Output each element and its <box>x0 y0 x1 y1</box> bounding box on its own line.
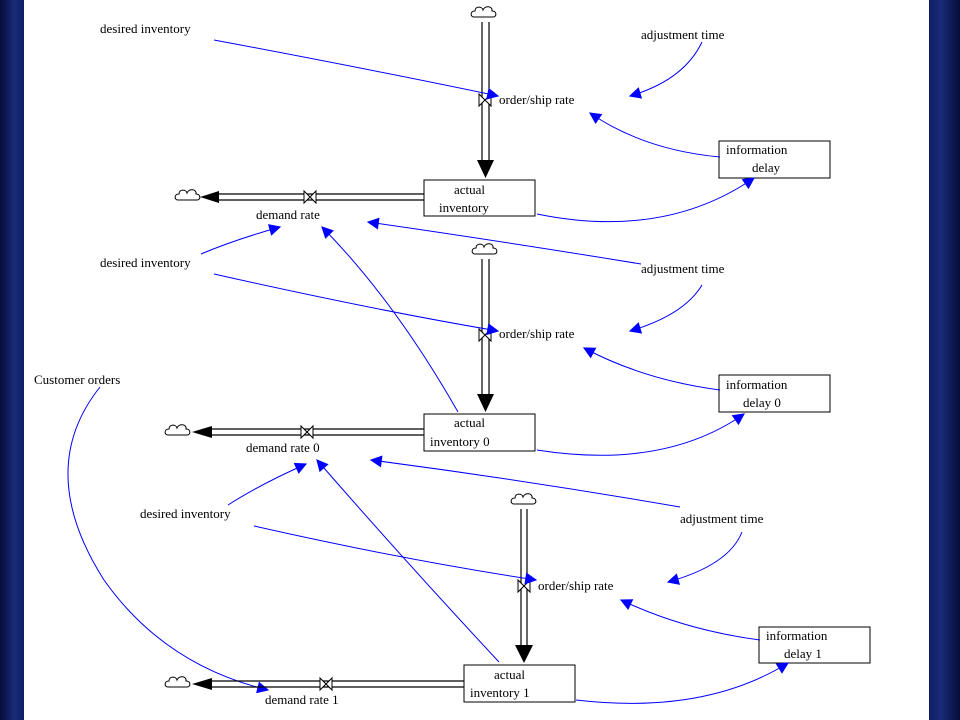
adjustment-time-b-label: adjustment time <box>641 261 725 276</box>
info-links-c <box>253 525 790 704</box>
adjustment-time-c-label: adjustment time <box>680 511 764 526</box>
desired-inventory-b-label: desired inventory <box>100 255 191 270</box>
desired-inventory-a-label: desired inventory <box>100 21 191 36</box>
demand-rate-c-label: demand rate 1 <box>265 692 339 707</box>
actual-inventory-c-box <box>463 664 576 703</box>
information-delay-b-line1: information <box>726 377 788 392</box>
information-delay-b-box <box>718 374 831 413</box>
information-delay-c-line1: information <box>766 628 828 643</box>
section-a: actual inventory information delay desir… <box>100 6 831 413</box>
actual-inventory-c-line2: inventory 1 <box>470 685 530 700</box>
actual-inventory-a-box <box>423 179 536 217</box>
order-ship-rate-c-label: order/ship rate <box>538 578 614 593</box>
section-c: actual inventory 1 information delay 1 d… <box>140 493 871 707</box>
outflow-pipe-b <box>164 424 424 439</box>
demand-rate-a-label: demand rate <box>256 207 320 222</box>
outflow-pipe-a <box>174 189 424 204</box>
information-delay-a-box <box>718 140 831 179</box>
actual-inventory-a-line1: actual <box>454 182 485 197</box>
information-delay-b-line2: delay 0 <box>743 395 781 410</box>
customer-orders-label: Customer orders <box>34 372 120 387</box>
stock-flow-diagram: actual inventory information delay desir… <box>34 6 871 707</box>
actual-inventory-b-line2: inventory 0 <box>430 434 490 449</box>
information-delay-c-line2: delay 1 <box>784 646 822 661</box>
inflow-pipe-b <box>471 243 498 412</box>
information-delay-c-box <box>758 626 871 664</box>
actual-inventory-a-line2: inventory <box>439 200 489 215</box>
actual-inventory-b-box <box>423 413 536 452</box>
order-ship-rate-a-label: order/ship rate <box>499 92 575 107</box>
information-delay-a-line1: information <box>726 142 788 157</box>
section-b: actual inventory 0 information delay 0 d… <box>34 243 831 694</box>
actual-inventory-b-line1: actual <box>454 415 485 430</box>
order-ship-rate-b-label: order/ship rate <box>499 326 575 341</box>
info-links-a <box>200 39 755 413</box>
frame-right-border <box>929 0 960 720</box>
demand-rate-b-label: demand rate 0 <box>246 440 320 455</box>
adjustment-time-a-label: adjustment time <box>641 27 725 42</box>
diagram-canvas: actual inventory information delay desir… <box>24 0 929 720</box>
desired-inventory-c-label: desired inventory <box>140 506 231 521</box>
outflow-pipe-c <box>164 676 464 691</box>
information-delay-a-line2: delay <box>752 160 781 175</box>
info-links-b <box>67 273 745 694</box>
inflow-pipe-a <box>470 6 497 178</box>
actual-inventory-c-line1: actual <box>494 667 525 682</box>
frame-left-border <box>0 0 24 720</box>
